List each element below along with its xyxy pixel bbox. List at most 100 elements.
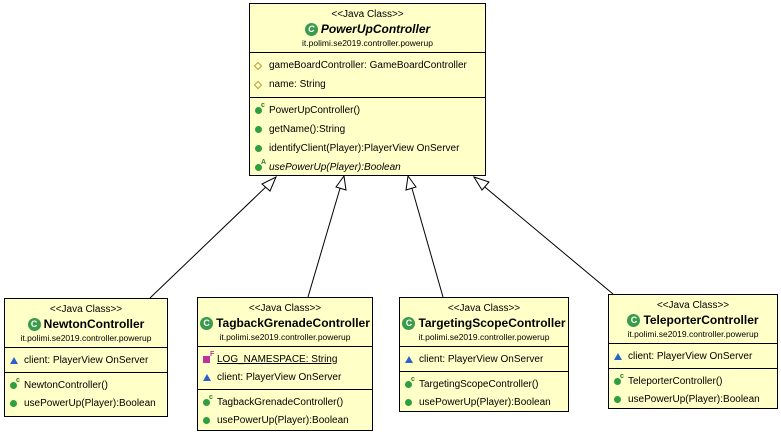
- class-name-text: TeleporterController: [643, 313, 759, 327]
- field-row: client: PlayerView OnServer: [405, 350, 564, 368]
- method-text: getName():String: [269, 124, 346, 135]
- stereotype-label: <<Java Class>>: [447, 303, 521, 314]
- constructor-icon: [255, 107, 262, 114]
- class-name-text: NewtonController: [43, 317, 145, 331]
- method-row: usePowerUp(Player):Boolean: [405, 393, 564, 411]
- stereotype-label: <<Java Class>>: [248, 303, 322, 314]
- fields-section: client: PlayerView OnServer: [609, 344, 777, 369]
- field-text: client: PlayerView OnServer: [628, 350, 753, 362]
- class-icon: C: [200, 316, 214, 330]
- inheritance-arrowhead-targeting: [405, 174, 417, 191]
- inheritance-arrowhead-newton: [261, 175, 277, 192]
- field-row: client: PlayerView OnServer: [203, 368, 368, 386]
- public-method-icon: [255, 126, 262, 133]
- method-text: identifyClient(Player):PlayerView OnServ…: [269, 143, 460, 154]
- package-label: it.polimi.se2019.controller.powerup: [302, 38, 433, 48]
- method-text: usePowerUp(Player):Boolean: [269, 162, 401, 173]
- method-text: TeleporterController(): [628, 375, 723, 387]
- field-text: client: PlayerView OnServer: [419, 353, 544, 365]
- method-text: usePowerUp(Player):Boolean: [628, 393, 760, 405]
- class-tagbackgrenadecontroller[interactable]: <<Java Class>> C TagbackGrenadeControlle…: [197, 297, 373, 431]
- constructor-icon: [614, 377, 621, 385]
- field-row: client: PlayerView OnServer: [614, 347, 773, 365]
- class-name: C PowerUpController: [304, 21, 431, 37]
- class-name-text: PowerUpController: [320, 22, 431, 36]
- package-field-icon: [253, 61, 263, 70]
- inheritance-arrowhead-teleporter: [472, 176, 490, 191]
- field-text: name: String: [269, 79, 326, 90]
- method-row: usePowerUp(Player):Boolean: [10, 394, 163, 412]
- method-text: usePowerUp(Player):Boolean: [419, 396, 551, 408]
- inheritance-arrowhead-tagback: [335, 174, 347, 191]
- public-method-icon: [614, 395, 621, 403]
- class-name: C TagbackGrenadeController: [200, 315, 370, 331]
- public-method-icon: [255, 145, 262, 152]
- class-name: C NewtonController: [27, 316, 145, 332]
- class-icon: C: [27, 317, 41, 331]
- protected-field-icon: [614, 352, 622, 360]
- method-text: TagbackGrenadeController(): [217, 396, 344, 408]
- public-method-icon: [405, 398, 412, 406]
- fields-section: gameBoardController: GameBoardController…: [250, 53, 485, 98]
- class-name: C TeleporterController: [627, 312, 759, 328]
- abstract-class-icon: C: [304, 22, 318, 36]
- class-icon: C: [402, 316, 416, 330]
- package-field-icon: [253, 80, 263, 89]
- protected-field-icon: [405, 355, 413, 363]
- class-icon: C: [627, 313, 641, 327]
- method-row: usePowerUp(Player):Boolean: [614, 390, 773, 408]
- stereotype-label: <<Java Class>>: [656, 300, 730, 311]
- class-teleportercontroller[interactable]: <<Java Class>> C TeleporterController it…: [608, 294, 778, 409]
- field-text: client: PlayerView OnServer: [217, 371, 342, 383]
- package-label: it.polimi.se2019.controller.powerup: [20, 333, 152, 343]
- stereotype-label: <<Java Class>>: [331, 9, 404, 20]
- class-powerupcontroller[interactable]: <<Java Class>> C PowerUpController it.po…: [249, 3, 486, 176]
- package-label: it.polimi.se2019.controller.powerup: [418, 332, 550, 342]
- class-name: C TargetingScopeController: [402, 315, 566, 331]
- method-text: PowerUpController(): [269, 105, 361, 116]
- fields-section: client: PlayerView OnServer: [5, 348, 167, 373]
- method-row: usePowerUp(Player):Boolean: [203, 411, 368, 429]
- field-row: gameBoardController: GameBoardController: [253, 56, 481, 75]
- constructor-icon: [203, 398, 210, 406]
- field-text: client: PlayerView OnServer: [24, 354, 149, 366]
- field-row: name: String: [253, 75, 481, 94]
- class-newtoncontroller[interactable]: <<Java Class>> C NewtonController it.pol…: [4, 298, 168, 417]
- method-row: getName():String: [255, 120, 481, 139]
- class-targetingscopecontroller[interactable]: <<Java Class>> C TargetingScopeControlle…: [399, 297, 569, 412]
- package-label: it.polimi.se2019.controller.powerup: [627, 329, 759, 339]
- method-text: NewtonController(): [24, 379, 108, 391]
- abstract-method-icon: [255, 164, 262, 171]
- constructor-icon: [405, 380, 412, 388]
- protected-field-icon: [203, 373, 211, 381]
- field-row: client: PlayerView OnServer: [10, 351, 163, 369]
- package-label: it.polimi.se2019.controller.powerup: [219, 332, 351, 342]
- method-text: usePowerUp(Player):Boolean: [24, 397, 156, 409]
- public-method-icon: [10, 399, 17, 407]
- inheritance-edge-tagback: [307, 184, 342, 298]
- public-method-icon: [203, 416, 210, 424]
- method-text: TargetingScopeController(): [419, 378, 539, 390]
- class-name-text: TagbackGrenadeController: [216, 316, 370, 330]
- field-text: LOG_NAMESPACE: String: [217, 353, 338, 365]
- inheritance-edge-teleporter: [479, 182, 614, 295]
- constructor-icon: [10, 381, 17, 389]
- method-text: usePowerUp(Player):Boolean: [217, 414, 349, 426]
- stereotype-label: <<Java Class>>: [49, 304, 123, 315]
- inheritance-edge-targeting: [410, 184, 444, 298]
- field-text: gameBoardController: GameBoardController: [269, 60, 467, 71]
- private-static-field-icon: [203, 355, 210, 363]
- method-row: identifyClient(Player):PlayerView OnServ…: [255, 139, 481, 158]
